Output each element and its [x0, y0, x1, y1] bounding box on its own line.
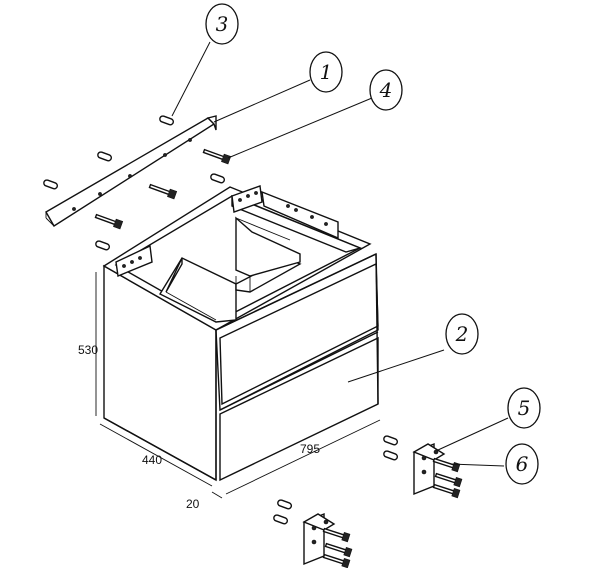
wall-bracket-right [383, 435, 463, 499]
callout-2: 2 [445, 313, 479, 355]
callout-1: 1 [309, 51, 343, 93]
cabinet [102, 185, 379, 482]
callout-1-label: 1 [320, 60, 333, 84]
dimension-lines [95, 272, 381, 499]
callout-4: 4 [369, 69, 403, 111]
dimension-width: 795 [300, 442, 320, 456]
callout-5-label: 5 [518, 396, 531, 420]
callout-3-label: 3 [216, 12, 229, 36]
callout-5: 5 [507, 387, 541, 429]
screws [94, 148, 232, 230]
callout-2-label: 2 [455, 322, 469, 346]
wall-rail [45, 115, 217, 227]
wall-bracket-left [273, 499, 353, 568]
callout-6-label: 6 [516, 452, 529, 476]
callout-3: 3 [205, 3, 239, 45]
dimension-height: 530 [78, 343, 98, 357]
dowel-pins [43, 115, 226, 251]
callout-6: 6 [505, 443, 539, 485]
dimension-depth: 440 [142, 453, 162, 467]
dimension-offset: 20 [186, 497, 200, 511]
callout-4-label: 4 [379, 78, 393, 102]
callout-leaders [171, 41, 509, 467]
